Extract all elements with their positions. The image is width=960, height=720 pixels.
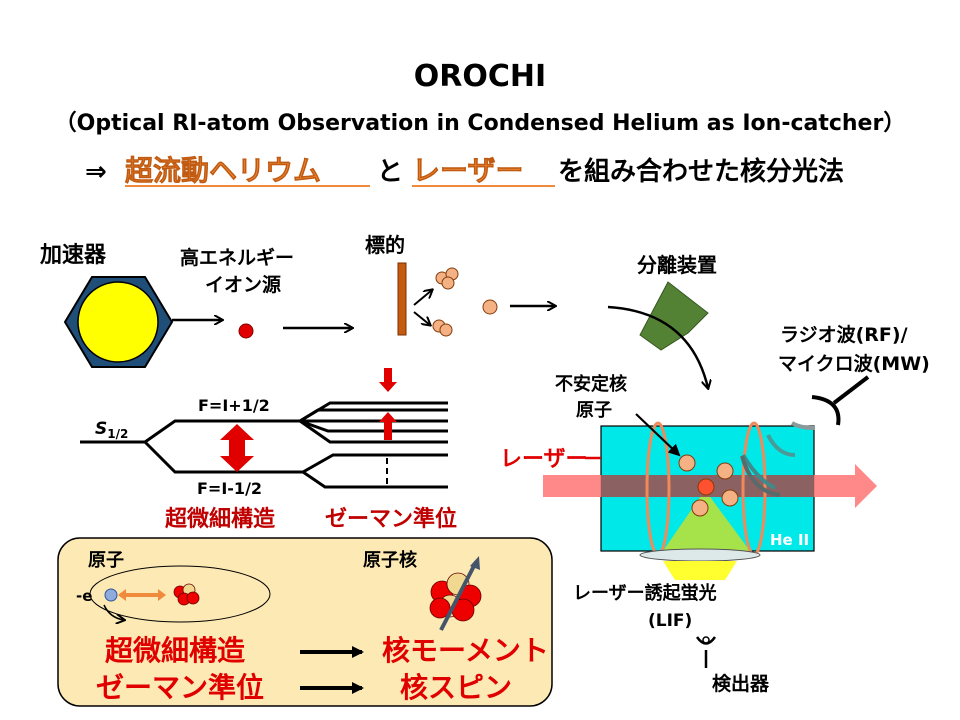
- page-subtitle: （Optical RI-atom Observation in Condense…: [55, 111, 906, 136]
- tagline-term-superfluid-helium: 超流動ヘリウム: [125, 154, 321, 187]
- rf-label-1: ラジオ波(RF)/: [780, 323, 908, 346]
- row2-nuclear-spin: 核スピン: [400, 671, 512, 704]
- rf-label-2: マイクロ波(MW): [778, 352, 930, 375]
- small-nucleus-icon: [173, 583, 200, 606]
- spin-axis-arrow: [439, 561, 478, 631]
- zeeman-arrow-down: [379, 368, 397, 392]
- lower-f-label: F=I-1/2: [197, 479, 262, 498]
- implies-arrow: ⇒: [85, 157, 107, 187]
- accelerator-core: [77, 281, 159, 363]
- target-label: 標的: [365, 233, 405, 257]
- row1-hyperfine: 超微細構造: [105, 634, 245, 667]
- hyperfine-double-arrow: [220, 424, 254, 472]
- fluorescence-cone-inner: [663, 490, 750, 551]
- beam-curve-arrow: [607, 305, 708, 388]
- antenna-dish-icon: [811, 395, 841, 426]
- tagline-and: と: [377, 157, 403, 187]
- upper-f-label: F=I+1/2: [198, 396, 270, 415]
- lif-label-2: (LIF): [648, 611, 692, 631]
- unstable-atom-label-1: 不安定核: [555, 373, 627, 395]
- electron-orbit: [89, 565, 271, 623]
- unstable-atom-label-2: 原子: [576, 400, 612, 421]
- he-ii-label: He II: [770, 531, 809, 549]
- rf-waves-icon: [740, 421, 816, 497]
- tagline-term-laser: レーザー: [412, 154, 523, 187]
- atom-label: 原子: [88, 550, 124, 571]
- row2-zeeman: ゼーマン準位: [96, 671, 264, 704]
- zeeman-arrow-up: [379, 412, 397, 440]
- nucleus-label: 原子核: [363, 549, 417, 571]
- target-foil: [397, 262, 407, 336]
- separator-magnet: [639, 281, 709, 351]
- summary-box: [57, 537, 553, 707]
- ion-source-label-2: イオン源: [205, 273, 281, 296]
- zeeman-label: ゼーマン準位: [325, 506, 457, 532]
- page-title: OROCHI: [414, 59, 546, 94]
- atoms-in-cell: [678, 454, 739, 517]
- ground-state-label: S1/2: [95, 419, 128, 441]
- energy-level-diagram: [80, 401, 448, 489]
- row1-nuclear-moment: 核モーメント: [382, 634, 549, 667]
- tagline: ⇒ 超流動ヘリウム と レーザー を組み合わせた核分光法: [85, 154, 844, 188]
- ion-source-label-1: 高エネルギー: [180, 246, 294, 269]
- collection-lens: [639, 548, 761, 562]
- lif-label-1: レーザー誘起蛍光: [573, 582, 717, 604]
- fluorescence-cone-outer: [663, 561, 737, 580]
- hyperfine-label: 超微細構造: [165, 506, 275, 532]
- electron-label: -e: [76, 587, 92, 605]
- electron-icon: [104, 588, 118, 602]
- detector-label: 検出器: [712, 672, 770, 695]
- tagline-rest: を組み合わせた核分光法: [558, 156, 844, 187]
- laser-label: レーザー: [500, 447, 588, 472]
- fragment-cluster: [432, 267, 498, 337]
- accelerator-label: 加速器: [39, 242, 107, 268]
- separator-label: 分離装置: [637, 253, 717, 277]
- ion-dot: [238, 323, 254, 339]
